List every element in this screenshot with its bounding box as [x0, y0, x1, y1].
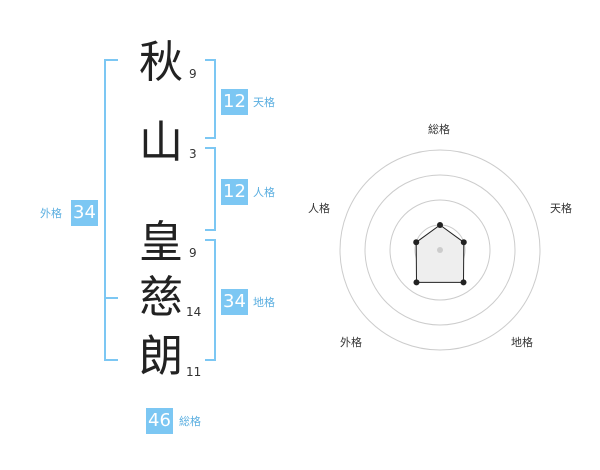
radar-label-soukaku: 総格: [428, 123, 450, 136]
radar-polygon: [415, 224, 465, 283]
stroke-count-3: 9: [189, 246, 197, 260]
radar-point-2: [460, 239, 467, 246]
radar-label-gaikaku: 外格: [340, 336, 362, 349]
radar-label-chikaku: 地格: [511, 336, 533, 349]
radar-label-tenkaku: 天格: [550, 202, 572, 215]
chikaku-badge: 34: [221, 289, 248, 315]
radar-label-jinkaku: 人格: [308, 202, 330, 215]
radar-ring-2: [389, 199, 491, 301]
radar-point-1: [437, 222, 443, 228]
soukaku-label: 総格: [179, 415, 201, 428]
stroke-count-5: 11: [186, 365, 202, 379]
stroke-count-4: 14: [186, 305, 202, 319]
radar-point-4: [413, 279, 420, 286]
tenkaku-bracket: [205, 59, 216, 139]
radar-point-5: [413, 239, 420, 246]
jinkaku-label: 人格: [253, 186, 275, 199]
name-char-4: 慈: [139, 272, 183, 323]
gaikaku-badge: 34: [71, 200, 98, 226]
name-char-1: 秋: [139, 37, 183, 88]
radar-ring-4: [339, 149, 541, 351]
radar-ring-3: [364, 174, 516, 326]
name-char-5: 朗: [139, 331, 183, 382]
jinkaku-bracket: [205, 147, 216, 231]
stroke-count-2: 3: [189, 147, 197, 161]
soukaku-badge: 46: [146, 408, 173, 434]
chikaku-label: 地格: [253, 296, 275, 309]
tenkaku-label: 天格: [253, 96, 275, 109]
name-char-3: 皇: [139, 217, 183, 268]
tenkaku-badge: 12: [221, 89, 248, 115]
chikaku-bracket: [205, 239, 216, 361]
name-char-2: 山: [139, 117, 183, 168]
jinkaku-badge: 12: [221, 179, 248, 205]
gaikaku-bracket: [104, 59, 118, 361]
gaikaku-label: 外格: [40, 207, 62, 220]
radar-point-3: [460, 279, 467, 286]
radar-center-dot: [437, 247, 443, 253]
stroke-count-1: 9: [189, 67, 197, 81]
